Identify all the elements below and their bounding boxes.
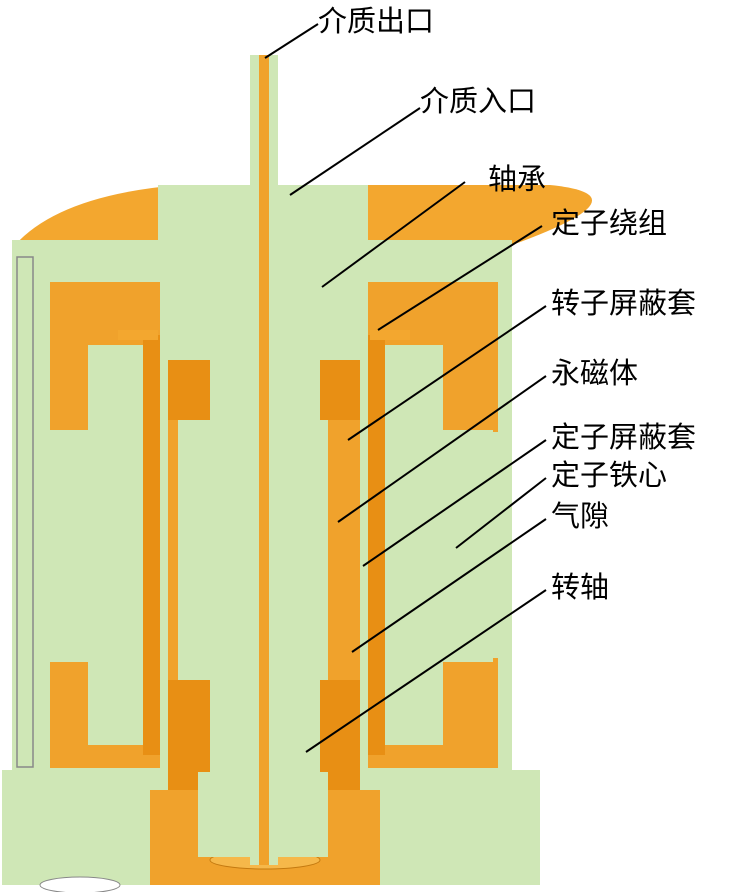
leader-bearing (321, 181, 466, 288)
right-cavity (368, 282, 498, 768)
label-stator-winding: 定子绕组 (551, 206, 667, 240)
stator-winding-left (88, 345, 150, 745)
labels: 介质出口 介质入口 轴承 定子绕组 转子屏蔽套 永磁体 定子屏蔽套 定子铁心 气… (318, 4, 696, 604)
leader-medium-outlet (264, 23, 319, 59)
leader-shaft (305, 589, 547, 753)
bearing-bottom-left-cut (198, 772, 228, 857)
shaft (250, 55, 278, 865)
stator-winding-left-top (118, 330, 158, 340)
leader-permanent-magnet (337, 375, 547, 523)
leader-lines (264, 23, 547, 753)
leader-air-gap (351, 518, 547, 653)
label-medium-inlet: 介质入口 (420, 84, 536, 118)
label-permanent-magnet: 永磁体 (551, 356, 638, 390)
label-stator-shield-sleeve: 定子屏蔽套 (551, 420, 696, 454)
label-rotor-shield-sleeve: 转子屏蔽套 (551, 286, 696, 320)
left-cavity (50, 282, 160, 768)
shield-sleeves (160, 300, 368, 790)
leader-rotor-shield-sleeve (347, 305, 547, 441)
label-stator-core: 定子铁心 (551, 458, 667, 492)
label-medium-outlet: 介质出口 (318, 4, 434, 38)
stator-winding-left-edge (143, 335, 160, 755)
housing-left-wall-line (16, 256, 34, 768)
leader-stator-core (455, 477, 547, 549)
stator-winding-right-top (370, 330, 410, 340)
label-air-gap: 气隙 (551, 499, 609, 533)
leader-medium-inlet (289, 107, 421, 196)
leader-stator-shield-sleeve (362, 439, 547, 567)
label-bearing: 轴承 (488, 162, 546, 196)
stator-shield-right (360, 300, 368, 790)
stator-shield-left (160, 300, 168, 790)
leader-stator-winding (377, 225, 543, 331)
base-ellipse-left (39, 876, 121, 892)
shaft-core (259, 55, 269, 865)
label-shaft: 转轴 (551, 570, 609, 604)
stator-winding-right-edge (368, 335, 385, 755)
